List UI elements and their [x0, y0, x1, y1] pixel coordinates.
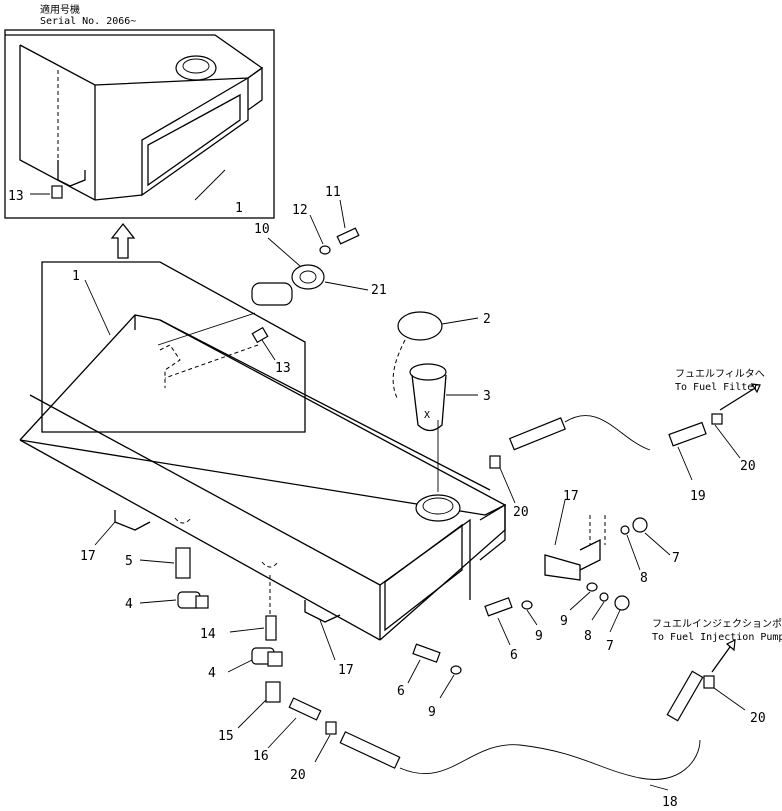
inset-callout-1: 1 — [235, 201, 243, 216]
dest-filter-en: To Fuel Filter — [675, 382, 759, 393]
callout-6b: 6 — [397, 684, 405, 699]
callout-7b: 7 — [606, 639, 614, 654]
nut-7a — [632, 517, 648, 533]
fitting-15 — [265, 681, 281, 703]
filler-cap-2 — [397, 311, 443, 341]
callout-9a: 9 — [535, 629, 543, 644]
callout-4a: 4 — [125, 597, 133, 612]
bolt-11 — [336, 227, 360, 245]
callout-9b: 9 — [560, 614, 568, 629]
callout-4b: 4 — [208, 666, 216, 681]
bolt-6b — [412, 643, 441, 663]
callout-7a: 7 — [672, 551, 680, 566]
elbow-4a — [177, 591, 209, 609]
connector-16 — [288, 697, 322, 721]
callout-3: 3 — [483, 389, 491, 404]
inset-callout-13: 13 — [8, 189, 24, 204]
callout-20c: 20 — [290, 768, 306, 783]
clamp-20a — [489, 455, 501, 469]
strainer-3: X — [409, 363, 447, 432]
dest-pump-en: To Fuel Injection Pump — [652, 632, 782, 643]
callout-17a: 17 — [80, 549, 96, 564]
callout-13: 13 — [275, 361, 291, 376]
callout-19: 19 — [690, 489, 706, 504]
callout-17b: 17 — [338, 663, 354, 678]
callout-18: 18 — [662, 795, 678, 810]
nipple-14 — [261, 561, 279, 641]
inset-tank — [5, 34, 264, 201]
bracket-17 — [544, 515, 606, 581]
callout-5: 5 — [125, 554, 133, 569]
washer-9c — [450, 665, 462, 675]
drain-valve-5 — [174, 517, 192, 579]
washer-8b — [599, 592, 609, 602]
inset-panel: 適用号機 Serial No. 2066~ 13 1 — [4, 3, 275, 219]
washer-8a — [620, 525, 630, 535]
callout-8b: 8 — [584, 629, 592, 644]
callout-14: 14 — [200, 627, 216, 642]
svg-text:X: X — [424, 410, 430, 421]
fuel-tank-main — [19, 261, 507, 641]
fuel-sender-unit — [251, 264, 325, 306]
callout-10: 10 — [254, 222, 270, 237]
washer-9a — [521, 600, 533, 610]
elbow-4b — [251, 647, 283, 667]
callout-2: 2 — [483, 312, 491, 327]
callout-21: 21 — [371, 283, 387, 298]
callout-20a: 20 — [513, 505, 529, 520]
arrow-up-icon — [110, 222, 136, 259]
washer-9b — [586, 582, 598, 592]
callout-12: 12 — [292, 203, 308, 218]
hose-to-injection-pump — [325, 638, 736, 780]
callout-1: 1 — [72, 269, 80, 284]
callout-16: 16 — [253, 749, 269, 764]
nut-7b — [614, 595, 630, 611]
callout-20b: 20 — [740, 459, 756, 474]
bolt-6a — [484, 597, 513, 617]
washer-12 — [319, 245, 331, 255]
dest-filter-jp: フュエルフィルタへ — [675, 368, 765, 380]
inset-note-jp: 適用号機 — [40, 3, 80, 16]
plug-13 — [251, 326, 269, 344]
callout-17c: 17 — [563, 489, 579, 504]
callout-11: 11 — [325, 185, 341, 200]
callout-6a: 6 — [510, 648, 518, 663]
callout-15: 15 — [218, 729, 234, 744]
inset-border — [4, 29, 275, 219]
dest-pump-jp: フュエルインジェクションポンプへ — [652, 618, 782, 630]
callout-20d: 20 — [750, 711, 766, 726]
callout-9c: 9 — [428, 705, 436, 720]
hose-to-fuel-filter — [508, 383, 761, 451]
callout-8a: 8 — [640, 571, 648, 586]
inset-serial: Serial No. 2066~ — [40, 16, 136, 27]
